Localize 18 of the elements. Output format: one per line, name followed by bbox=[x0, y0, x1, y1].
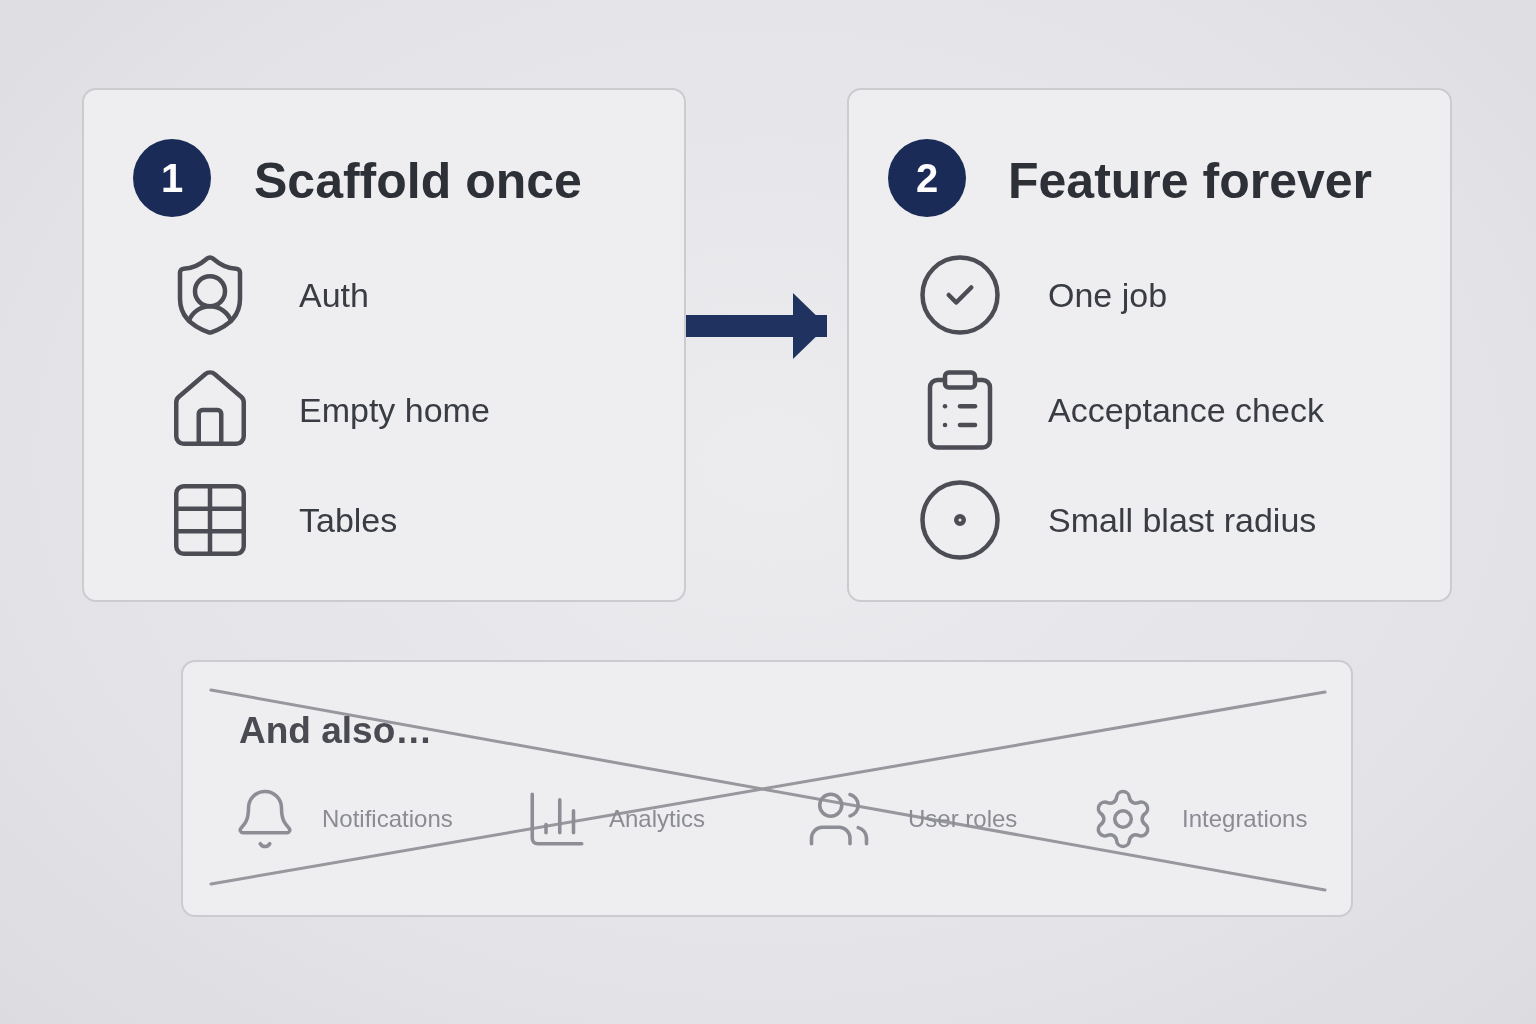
arrow bbox=[686, 293, 827, 359]
item-label: Notifications bbox=[322, 807, 453, 831]
card-panel bbox=[847, 88, 1452, 602]
item-label: Small blast radius bbox=[1048, 503, 1317, 537]
item-label: Analytics bbox=[609, 807, 706, 831]
card-panel bbox=[82, 88, 686, 602]
number-badge: 1 bbox=[133, 139, 211, 217]
card-heading: And also… bbox=[239, 712, 433, 749]
card-heading: Feature forever bbox=[1008, 156, 1373, 206]
item-label: Integrations bbox=[1182, 807, 1308, 831]
item-label: One job bbox=[1048, 278, 1168, 312]
card-heading: Scaffold once bbox=[254, 156, 582, 206]
card-panel bbox=[181, 660, 1353, 917]
item-label: Empty home bbox=[299, 393, 490, 427]
item-label: Tables bbox=[299, 503, 398, 537]
item-label: Acceptance check bbox=[1048, 393, 1324, 427]
item-label: Auth bbox=[299, 278, 369, 312]
number-badge: 2 bbox=[888, 139, 966, 217]
